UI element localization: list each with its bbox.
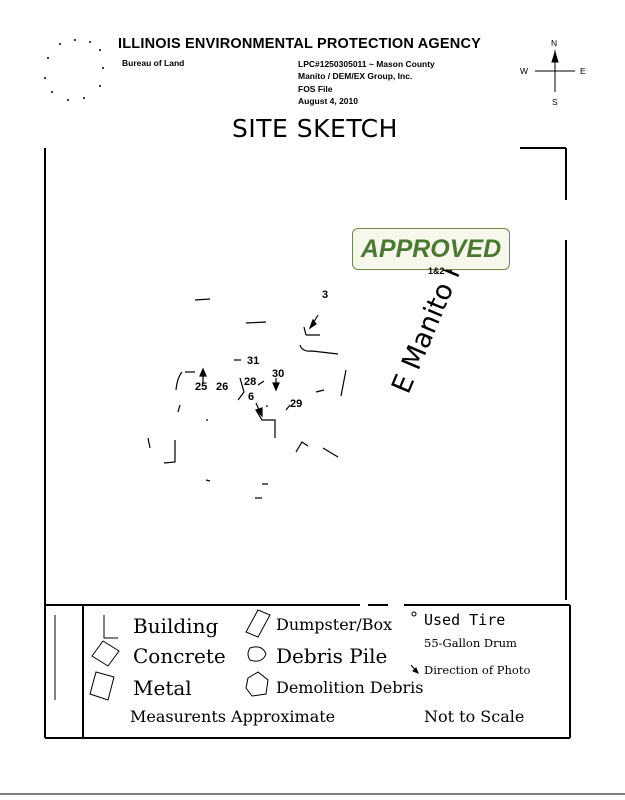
site-name: Manito / DEM/EX Group, Inc. (298, 71, 413, 82)
compass-w: W (520, 66, 529, 76)
legend-debris-pile: Debris Pile (276, 644, 388, 668)
legend-direction: Direction of Photo (424, 663, 531, 677)
legend-drum: 55-Gallon Drum (424, 636, 517, 650)
photo-mark-6: 6 (248, 391, 255, 403)
compass-n: N (551, 38, 558, 48)
legend-building: Building (133, 614, 219, 638)
photo-mark-26: 26 (216, 381, 229, 393)
photo-mark-30: 30 (272, 368, 285, 380)
agency-name: ILLINOIS ENVIRONMENTAL PROTECTION AGENCY (118, 36, 481, 52)
legend-symbols (89, 609, 419, 701)
photo-mark-31: 31 (247, 355, 260, 367)
sketch-frame (44, 147, 570, 739)
sketch-title: SITE SKETCH (232, 114, 398, 143)
file-name: FOS File (298, 83, 333, 94)
legend-used-tire: Used Tire (424, 611, 506, 629)
photo-mark-29: 29 (290, 398, 303, 410)
photo-mark-28: 28 (244, 376, 257, 388)
legend-demolition: Demolition Debris (276, 678, 424, 697)
approved-stamp: APPROVED (352, 228, 510, 270)
compass-rose (535, 50, 575, 92)
photo-mark-3: 3 (322, 289, 329, 301)
site-features (147, 298, 347, 499)
legend-dumpster: Dumpster/Box (276, 615, 393, 634)
site-info: LPC#1250305011 ~ Mason County Manito / D… (298, 58, 435, 108)
photo-mark-25: 25 (195, 381, 208, 393)
lpc-number: LPC#1250305011 ~ Mason County (298, 59, 435, 69)
bureau-label: Bureau of Land (122, 58, 185, 68)
legend-metal: Metal (133, 676, 192, 700)
legend-concrete: Concrete (133, 644, 226, 668)
photo-arrows (199, 314, 319, 418)
legend-scale: Not to Scale (424, 707, 525, 726)
compass-e: E (580, 66, 586, 76)
agency-seal (44, 39, 104, 101)
compass-s: S (552, 97, 558, 107)
legend-measurements: Measurents Approximate (130, 707, 336, 726)
site-date: August 4, 2010 (298, 96, 358, 107)
legend-frame (45, 604, 571, 738)
photo-mark-1-2: 1&2 (428, 266, 445, 276)
